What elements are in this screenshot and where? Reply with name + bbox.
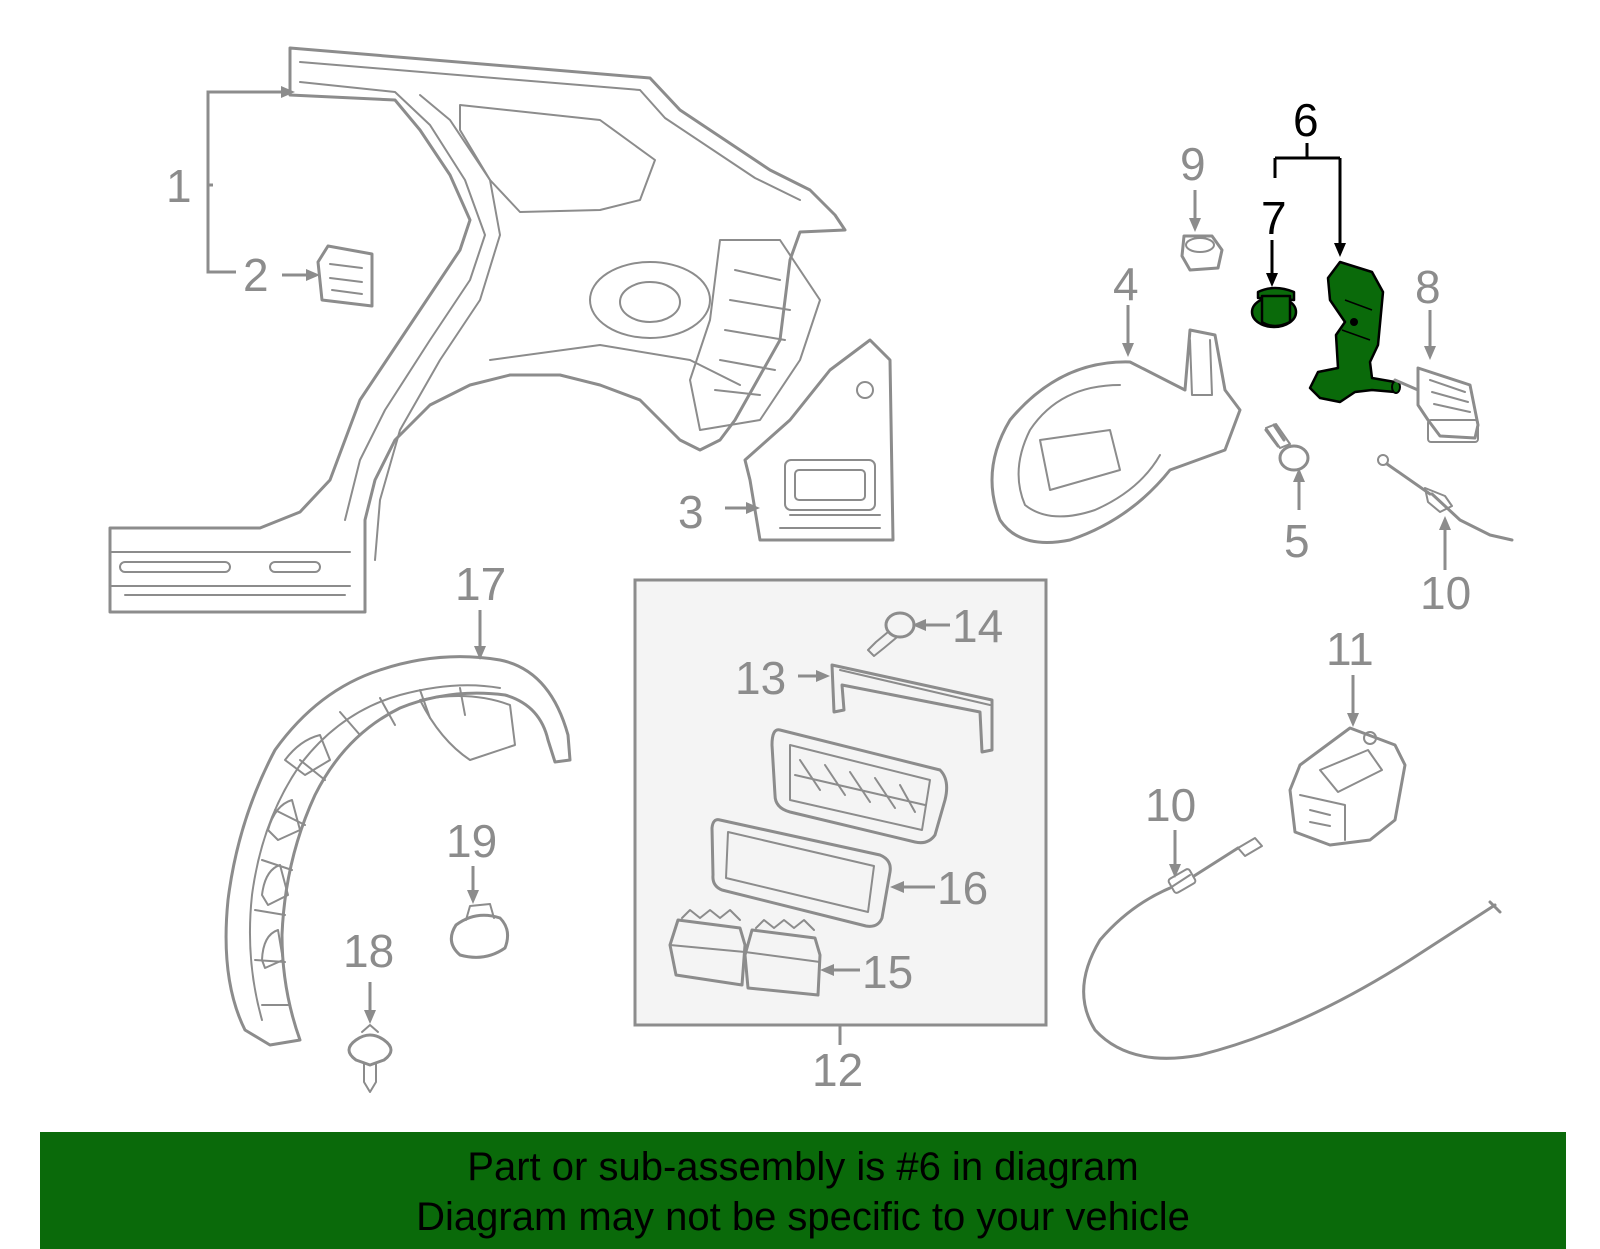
callout-19: 19: [446, 815, 497, 867]
callout-16: 16: [937, 862, 988, 914]
callout-14: 14: [952, 600, 1003, 652]
wheel-liner-part-17: [224, 655, 572, 1047]
bolt-part-5: [1264, 423, 1310, 472]
banner-disclaimer: Diagram may not be specific to your vehi…: [416, 1195, 1190, 1239]
callout-15: 15: [862, 946, 913, 998]
fuel-door-housing-part-4: [990, 328, 1242, 544]
quarter-panel-part-1: [108, 46, 847, 614]
bracket-part-2: [316, 244, 374, 308]
callout-8: 8: [1415, 261, 1441, 313]
hinge-bracket-part-6-highlighted: [1308, 260, 1401, 404]
callout-2: 2: [243, 249, 269, 301]
bracket-part-13: [830, 663, 994, 754]
callout-5: 5: [1284, 515, 1310, 567]
callout-17: 17: [455, 558, 506, 610]
callout-7: 7: [1261, 192, 1287, 244]
callout-10-lower: 10: [1145, 779, 1196, 831]
grommet-part-7-highlighted: [1250, 286, 1298, 329]
callout-13: 13: [735, 652, 786, 704]
callout-6: 6: [1293, 94, 1319, 146]
callout-12: 12: [812, 1044, 863, 1096]
callout-1: 1: [166, 160, 192, 212]
nut-part-9: [1180, 234, 1224, 272]
callout-numbers: 1 2 3 4 5 6 7 8 9 10 11 10 12 13 14 15 1…: [166, 94, 1471, 1096]
flap-valve-part-15: [668, 909, 822, 997]
callout-9: 9: [1180, 138, 1206, 190]
callout-18: 18: [343, 925, 394, 977]
latch-part-11: [1288, 726, 1407, 847]
actuator-part-8: [1393, 366, 1480, 443]
info-banner: Part or sub-assembly is #6 in diagram Di…: [40, 1132, 1566, 1249]
release-cable-part-10-lower: [1082, 837, 1502, 1060]
leader-lines: [206, 86, 1451, 1024]
callout-11: 11: [1326, 623, 1374, 675]
nut-part-19: [449, 903, 510, 959]
release-cable-part-10-upper: [1377, 454, 1514, 542]
inner-panel-part-3: [743, 338, 895, 542]
banner-part-note: Part or sub-assembly is #6 in diagram: [467, 1145, 1139, 1189]
group-box-part-12: [633, 578, 1048, 1045]
gasket-part-16: [710, 818, 892, 928]
vent-frame-part-16: [770, 728, 949, 845]
callout-10-upper: 10: [1420, 567, 1471, 619]
callout-3: 3: [678, 486, 704, 538]
clip-part-18: [347, 1024, 393, 1093]
callout-4: 4: [1113, 258, 1139, 310]
